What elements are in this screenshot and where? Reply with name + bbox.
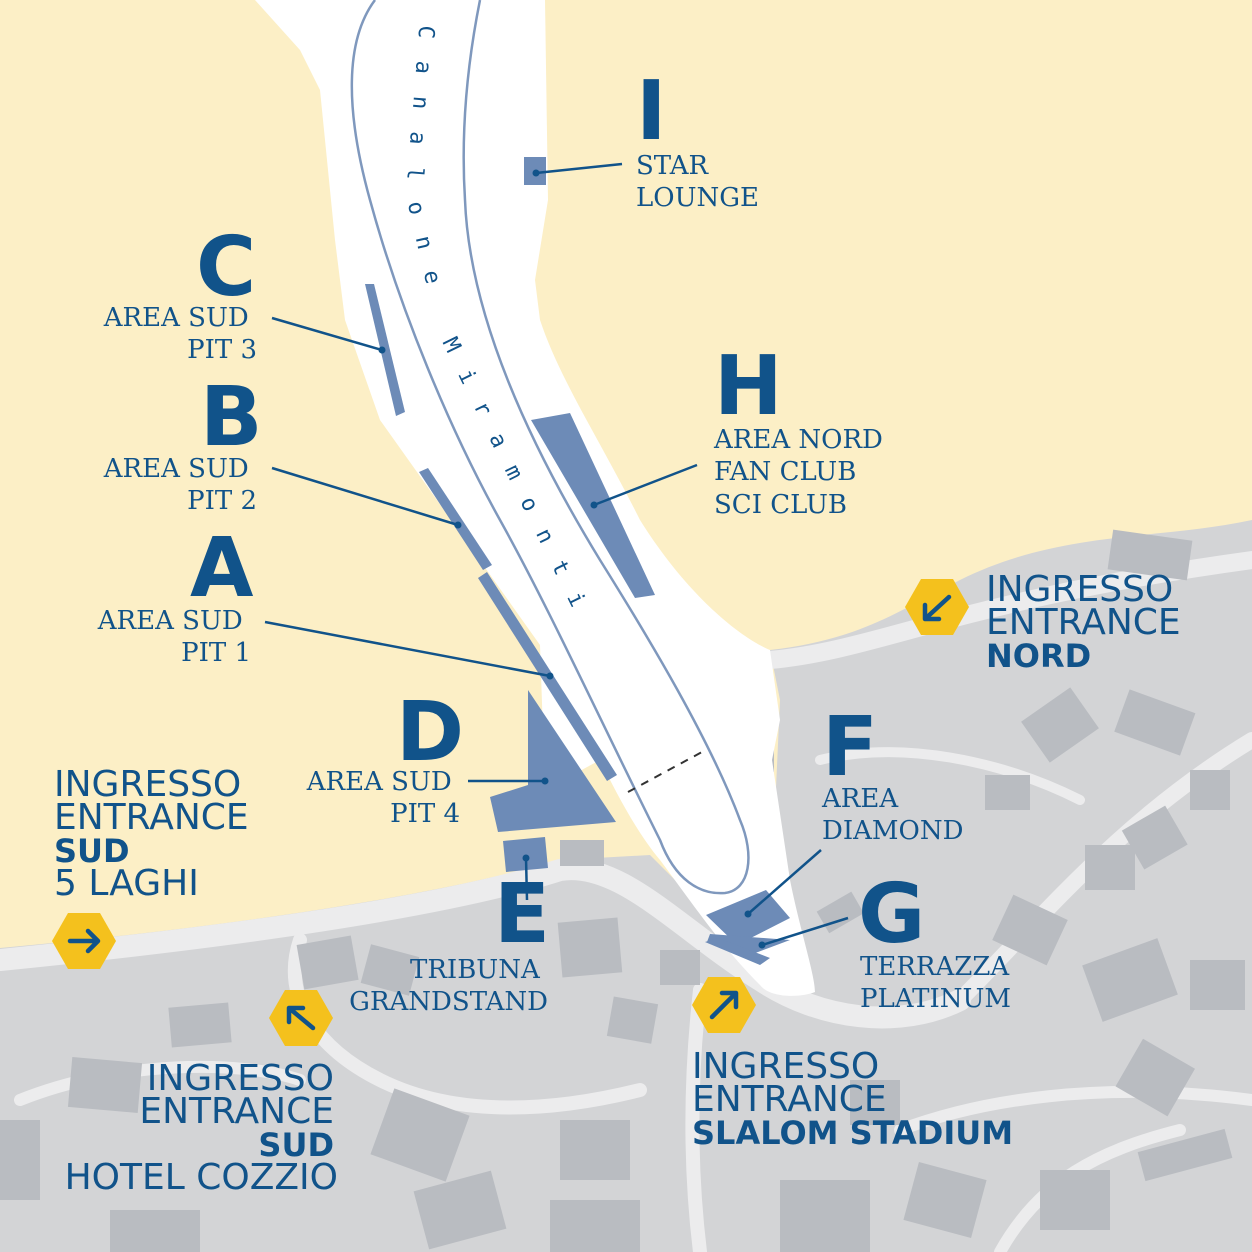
zone-e-shape (503, 837, 548, 872)
piste-name-letter: n (410, 233, 437, 251)
zone-letter-e: E (494, 867, 550, 962)
zone-letter-a: A (190, 521, 254, 616)
piste-name-letter: n (407, 95, 433, 110)
zone-letter-g: G (858, 867, 925, 962)
zone-g-shape2 (705, 938, 770, 965)
entrance-sud-5laghi-label: INGRESSO ENTRANCE SUD 5 LAGHI (54, 764, 253, 904)
piste-name-letter: o (402, 199, 429, 217)
zone-letter-d: D (396, 685, 464, 780)
zone-label-h: AREA NORD FAN CLUB SCI CLUB (713, 425, 891, 520)
zone-b-shape (419, 468, 492, 570)
zone-g-shape (707, 934, 790, 955)
entrance-sud-cozzio-label: INGRESSO ENTRANCE SUD HOTEL COZZIO (65, 1058, 338, 1198)
piste-name-letter: e (418, 268, 445, 286)
zone-label-f: AREA DIAMOND (821, 784, 963, 846)
zone-label-c: AREA SUD PIT 3 (103, 303, 257, 365)
zone-label-g: TERRAZZA PLATINUM (860, 952, 1017, 1014)
piste-name-letter: l (401, 166, 427, 181)
zone-label-d: AREA SUD PIT 4 (306, 767, 460, 829)
zone-letter-i: I (636, 64, 667, 159)
zone-letter-c: C (196, 220, 256, 315)
leader-lines (264, 162, 849, 949)
zone-letter-f: F (822, 700, 878, 795)
entrance-nord-label: INGRESSO ENTRANCE NORD (986, 569, 1185, 675)
piste-outline (350, 0, 750, 895)
piste-name-letter: C (413, 24, 439, 39)
piste-name-letter: a (410, 60, 436, 75)
buildings (0, 529, 1245, 1252)
zone-label-b: AREA SUD PIT 2 (103, 454, 257, 516)
zone-label-e: TRIBUNA GRANDSTAND (349, 955, 548, 1017)
zone-label-i: STAR LOUNGE (636, 151, 759, 213)
entrance-sud-cozzio-marker[interactable] (269, 990, 333, 1046)
entrance-nord-marker[interactable] (905, 579, 969, 635)
zone-letter-h: H (714, 339, 783, 434)
entrance-slalom-label: INGRESSO ENTRANCE SLALOM STADIUM (692, 1046, 1013, 1152)
zone-label-a: AREA SUD PIT 1 (97, 606, 251, 668)
entrance-slalom-marker[interactable] (692, 977, 756, 1033)
zone-d-shape (490, 690, 616, 832)
entrance-sud-5laghi-marker[interactable] (52, 913, 116, 969)
piste-name-letter: a (404, 130, 430, 145)
race-area (255, 0, 815, 996)
zone-letter-b: B (200, 370, 263, 465)
